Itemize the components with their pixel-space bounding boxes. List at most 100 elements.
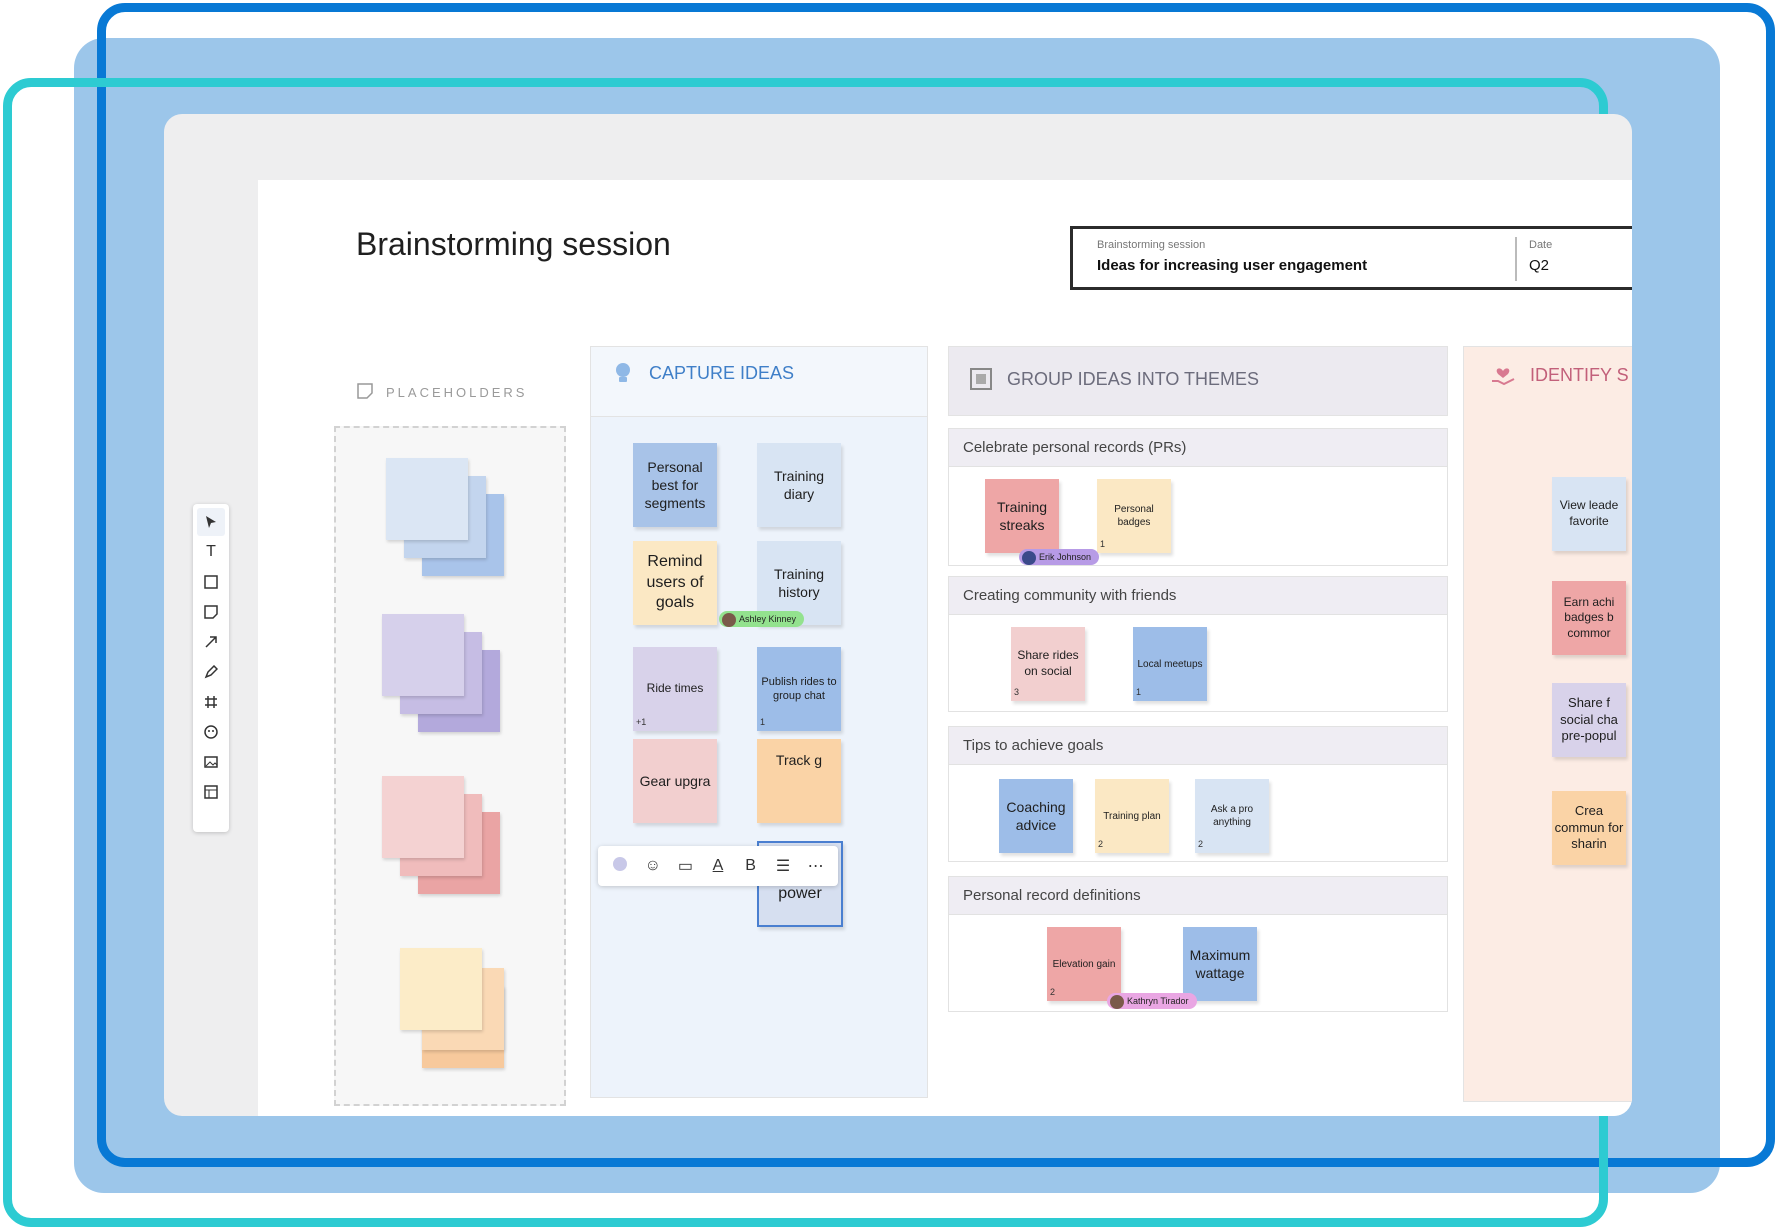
- avatar: [1110, 995, 1124, 1009]
- placeholders-column: [334, 426, 566, 1106]
- theme-title: Tips to achieve goals: [949, 727, 1447, 765]
- sticky-note-text: Personal badges: [1114, 504, 1154, 528]
- placeholder-stack-purple[interactable]: [382, 614, 502, 734]
- lightbulb-icon: [613, 361, 633, 390]
- theme-title: Creating community with friends: [949, 577, 1447, 615]
- shape-icon[interactable]: [197, 568, 225, 596]
- sticky-note[interactable]: Remind users of goals: [633, 541, 717, 625]
- frame-icon[interactable]: [197, 688, 225, 716]
- blue-outline-frame: [97, 3, 1775, 1167]
- reaction-badge[interactable]: 1: [1100, 539, 1106, 550]
- pen-icon[interactable]: [197, 658, 225, 686]
- sticky-note-icon: [356, 382, 374, 403]
- sticky-note[interactable]: Coaching advice: [999, 779, 1073, 853]
- identify-title: IDENTIFY S: [1530, 365, 1629, 385]
- sticky-note-text: Local meetups: [1137, 658, 1203, 670]
- note-shape-icon[interactable]: ▭: [677, 858, 693, 875]
- text-color-icon[interactable]: A: [712, 857, 724, 874]
- avatar: [1022, 551, 1036, 565]
- sticky-note[interactable]: Ride times +1: [633, 647, 717, 731]
- collaborator-name: Ashley Kinney: [739, 614, 797, 624]
- sticky-note[interactable]: Maximum wattage: [1183, 927, 1257, 1001]
- sticky-note[interactable]: Earn achi badges b commor: [1552, 581, 1626, 655]
- arrow-icon[interactable]: [197, 628, 225, 656]
- date-value: Q2: [1529, 257, 1550, 274]
- theme-group: Creating community with friends Share ri…: [948, 576, 1448, 712]
- capture-ideas-header: CAPTURE IDEAS: [591, 347, 927, 417]
- group-ideas-title: GROUP IDEAS INTO THEMES: [1007, 369, 1260, 389]
- list-icon[interactable]: ☰: [775, 858, 791, 875]
- sticky-note[interactable]: Training plan 2: [1095, 779, 1169, 853]
- drawing-toolbar: T: [193, 504, 229, 832]
- group-icon: [969, 367, 993, 396]
- placeholders-label: PLACEHOLDERS: [386, 385, 528, 400]
- session-info-box[interactable]: Brainstorming session Ideas for increasi…: [1070, 226, 1632, 290]
- sticky-note[interactable]: Publish rides to group chat 1: [757, 647, 841, 731]
- sticky-note[interactable]: Share f social cha pre-popul: [1552, 683, 1626, 757]
- reaction-badge[interactable]: 2: [1198, 839, 1204, 850]
- reaction-badge[interactable]: 1: [760, 717, 766, 728]
- theme-title: Celebrate personal records (PRs): [949, 429, 1447, 467]
- group-ideas-header: GROUP IDEAS INTO THEMES: [948, 346, 1448, 416]
- date-label: Date: [1529, 239, 1553, 251]
- sticky-note-text: Ask a pro anything: [1210, 804, 1254, 828]
- session-label: Brainstorming session: [1097, 239, 1206, 251]
- sticky-note[interactable]: Ask a pro anything 2: [1195, 779, 1269, 853]
- color-picker-icon[interactable]: [608, 856, 632, 877]
- collaborator-name: Kathryn Tirador: [1127, 996, 1189, 1006]
- theme-title: Personal record definitions: [949, 877, 1447, 915]
- sticky-note[interactable]: View leade favorite: [1552, 477, 1626, 551]
- session-value: Ideas for increasing user engagement: [1097, 257, 1368, 274]
- placeholder-stack-yellow[interactable]: [400, 948, 520, 1068]
- sticky-note-text: Training plan: [1103, 810, 1161, 822]
- placeholder-stack-blue[interactable]: [386, 458, 506, 578]
- collaborator-cursor: Ashley Kinney: [719, 611, 805, 627]
- hand-heart-icon: [1490, 361, 1516, 392]
- info-divider: [1515, 237, 1517, 281]
- sticky-note[interactable]: Gear upgra: [633, 739, 717, 823]
- text-icon[interactable]: T: [206, 543, 216, 560]
- theme-group: Celebrate personal records (PRs) Trainin…: [948, 428, 1448, 566]
- reaction-badge[interactable]: 1: [1136, 687, 1142, 698]
- sticky-note[interactable]: Local meetups 1: [1133, 627, 1207, 701]
- select-icon[interactable]: [197, 508, 225, 536]
- emoji-icon[interactable]: ☺: [644, 857, 662, 874]
- sticky-note[interactable]: Personal badges 1: [1097, 479, 1171, 553]
- sticky-note[interactable]: Share rides on social 3: [1011, 627, 1085, 701]
- sticky-note-text: Ride times: [646, 681, 704, 696]
- sticky-note[interactable]: Personal best for segments: [633, 443, 717, 527]
- avatar: [722, 613, 736, 627]
- whiteboard-window: Brainstorming session Brainstorming sess…: [164, 114, 1632, 1116]
- sticky-note[interactable]: Crea commun for sharin: [1552, 791, 1626, 865]
- placeholder-stack-pink[interactable]: [382, 776, 502, 896]
- more-options-icon[interactable]: ⋯: [807, 858, 824, 875]
- reaction-badge[interactable]: 2: [1050, 987, 1056, 998]
- collaborator-cursor: Erik Johnson: [1019, 549, 1100, 565]
- board-title[interactable]: Brainstorming session: [356, 226, 671, 262]
- sticky-note-icon[interactable]: [197, 598, 225, 626]
- note-format-toolbar: ☺ ▭ A B ☰ ⋯: [598, 846, 838, 886]
- image-icon[interactable]: [197, 748, 225, 776]
- capture-ideas-column: CAPTURE IDEAS Personal best for segments…: [590, 346, 928, 1098]
- collaborator-name: Erik Johnson: [1039, 552, 1092, 562]
- sticker-icon[interactable]: [197, 718, 225, 746]
- sticky-note[interactable]: Training streaks: [985, 479, 1059, 553]
- sticky-note-text: Elevation gain: [1052, 958, 1116, 970]
- whiteboard-canvas[interactable]: Brainstorming session Brainstorming sess…: [258, 180, 1632, 1116]
- sticky-note[interactable]: Elevation gain 2: [1047, 927, 1121, 1001]
- sticky-note[interactable]: Training diary: [757, 443, 841, 527]
- sticky-note[interactable]: Track g: [757, 739, 841, 823]
- collaborator-cursor: Kathryn Tirador: [1107, 993, 1197, 1009]
- theme-group: Tips to achieve goals Coaching advice Tr…: [948, 726, 1448, 862]
- theme-group: Personal record definitions Elevation ga…: [948, 876, 1448, 1012]
- sticky-note-text: Publish rides to group chat: [761, 675, 837, 702]
- template-icon[interactable]: [197, 778, 225, 806]
- bold-icon[interactable]: B: [745, 857, 756, 874]
- reaction-badge[interactable]: +1: [636, 717, 647, 728]
- capture-ideas-title: CAPTURE IDEAS: [649, 363, 795, 383]
- reaction-badge[interactable]: 3: [1014, 687, 1020, 698]
- sticky-note-text: Share rides on social: [1017, 648, 1079, 678]
- identify-column: IDENTIFY S View leade favorite Earn achi…: [1463, 346, 1632, 1102]
- reaction-badge[interactable]: 2: [1098, 839, 1104, 850]
- placeholders-header: PLACEHOLDERS: [356, 382, 527, 403]
